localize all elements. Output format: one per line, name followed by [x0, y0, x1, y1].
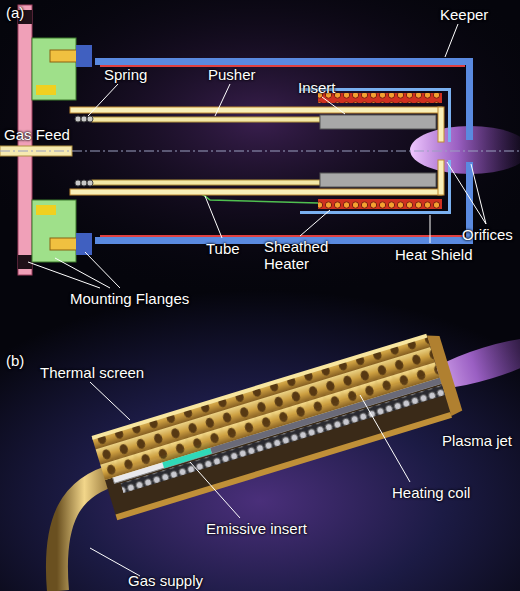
part-label: (a): [6, 4, 24, 21]
part-label: Gas Feed: [4, 126, 70, 143]
part-label: Plasma jet: [442, 432, 512, 449]
part-label: Pusher: [208, 66, 256, 83]
part-label: Heating coil: [392, 484, 470, 501]
part-label: Orifices: [462, 226, 513, 243]
part-label: (b): [6, 352, 24, 369]
part-label: Insert: [298, 79, 336, 96]
part-label: Emissive insert: [206, 520, 307, 537]
part-label: Gas supply: [128, 572, 203, 589]
part-label: Spring: [104, 66, 147, 83]
part-label: Thermal screen: [40, 364, 144, 381]
part-label: Tube: [206, 240, 240, 257]
part-label: Keeper: [440, 6, 488, 23]
part-label: Mounting Flanges: [70, 290, 189, 307]
part-label: Heat Shield: [395, 246, 473, 263]
part-label: Sheathed Heater: [264, 238, 332, 272]
